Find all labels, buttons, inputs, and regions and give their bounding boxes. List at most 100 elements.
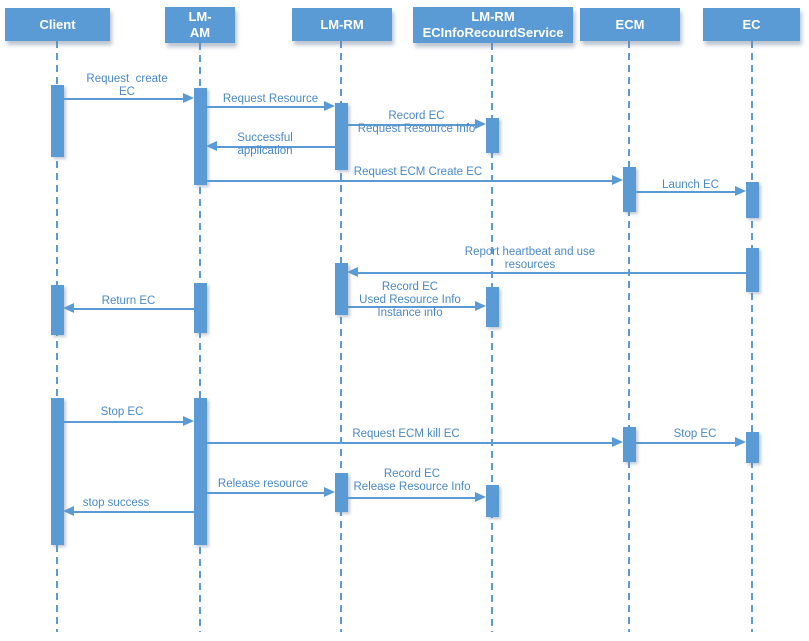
arrowhead-icon [63,506,74,516]
actor-label: Client [39,16,76,32]
message-line [347,497,477,499]
arrowhead-icon [612,437,623,447]
actor-box-lm-am: LM-AM [165,7,235,43]
message-line [635,191,737,193]
message-label-line: Request ECM Create EC [353,166,483,178]
actor-box-client: Client [5,8,110,41]
message-line [635,442,737,444]
message-label: Release resource [143,478,383,491]
actor-box-ecm: ECM [580,8,680,41]
activation-bar-ec [746,182,759,218]
message-label-line: Successful [237,132,293,144]
actor-label: AM [189,25,211,40]
lifeline-client [56,41,58,632]
message-label: Launch EC [571,179,809,192]
message-label: Request ECM kill EC [286,428,526,441]
message-line [347,306,477,308]
activation-bar-lm-am [194,88,207,185]
message-line [356,272,746,274]
activation-bar-ecm [623,427,636,462]
message-label-line: Return EC [101,295,156,307]
actor-label: ECM [615,16,645,32]
activation-bar-lm-rm-ecinforecourdservice [486,287,499,327]
activation-bar-lm-rm [335,473,348,512]
message-label-line: Stop EC [673,428,717,440]
message-line [206,492,326,494]
message-label: stop success [0,497,236,510]
activation-bar-ec [746,432,759,463]
activation-bar-lm-rm-ecinforecourdservice [486,485,499,517]
lifeline-ec [751,41,753,632]
actor-label: LM-RM [320,16,364,32]
arrowhead-icon [347,267,358,277]
message-label: Stop EC [2,406,242,419]
message-line [206,180,614,182]
arrowhead-icon [324,101,335,111]
arrowhead-icon [475,119,486,129]
arrowhead-icon [475,301,486,311]
message-line [63,98,185,100]
arrowhead-icon [324,487,335,497]
actor-box-lm-rm: LM-RM [292,8,392,41]
message-label-line: Request create [86,73,168,85]
message-label-line: EC [119,86,135,98]
message-label-line: Request ECM kill EC [352,428,460,440]
actor-box-ec: EC [703,8,800,41]
activation-bar-client [51,398,64,545]
message-label-line: Request Resource [222,93,319,105]
message-line [206,106,326,108]
message-label-line: Request Resource Info [357,123,476,135]
arrowhead-icon [612,175,623,185]
message-line [347,124,477,126]
activation-bar-lm-rm [335,103,348,170]
arrowhead-icon [183,93,194,103]
activation-bar-ec [746,248,759,292]
message-label-line: Release Resource Info [353,481,471,493]
lifeline-lm-rm [340,41,342,632]
message-label-line: Instance info [377,307,443,319]
message-label-line: Release resource [217,478,309,490]
lifeline-ecm [628,41,630,632]
message-label: Request ECM Create EC [298,166,538,179]
message-label-line: Used Resource Info [359,294,461,306]
message-line [206,442,614,444]
lifeline-lm-rm-ecinforecourdservice [491,43,493,632]
message-line [72,308,194,310]
message-label-line: Report heartbeat and use [464,246,596,258]
message-label-line: Record EC [388,110,445,122]
message-label: Return EC [9,295,249,308]
message-label-line: Launch EC [662,179,719,191]
arrowhead-icon [63,303,74,313]
lifeline-lm-am [199,43,201,632]
activation-bar-lm-rm-ecinforecourdservice [486,118,499,153]
message-line [72,511,194,513]
message-label-line: resources [504,259,556,271]
activation-bar-ecm [623,167,636,212]
activation-bar-client [51,85,64,157]
activation-bar-lm-am [194,283,207,333]
arrowhead-icon [206,141,217,151]
arrowhead-icon [735,186,746,196]
activation-bar-client [51,285,64,335]
message-label-line: Record EC [381,281,439,293]
arrowhead-icon [735,437,746,447]
activation-bar-lm-rm [335,263,348,315]
actor-label: EC [742,16,761,32]
message-label-line: application [237,145,293,157]
message-label: Request Resource [151,93,391,106]
message-label-line: Stop EC [100,406,144,418]
message-label-line: Record EC [383,468,441,480]
actor-label: LM- [188,9,212,24]
activation-bar-lm-am [194,398,207,545]
message-line [63,421,185,423]
arrowhead-icon [475,492,486,502]
actor-label: ECInfoRecourdService [422,25,564,40]
